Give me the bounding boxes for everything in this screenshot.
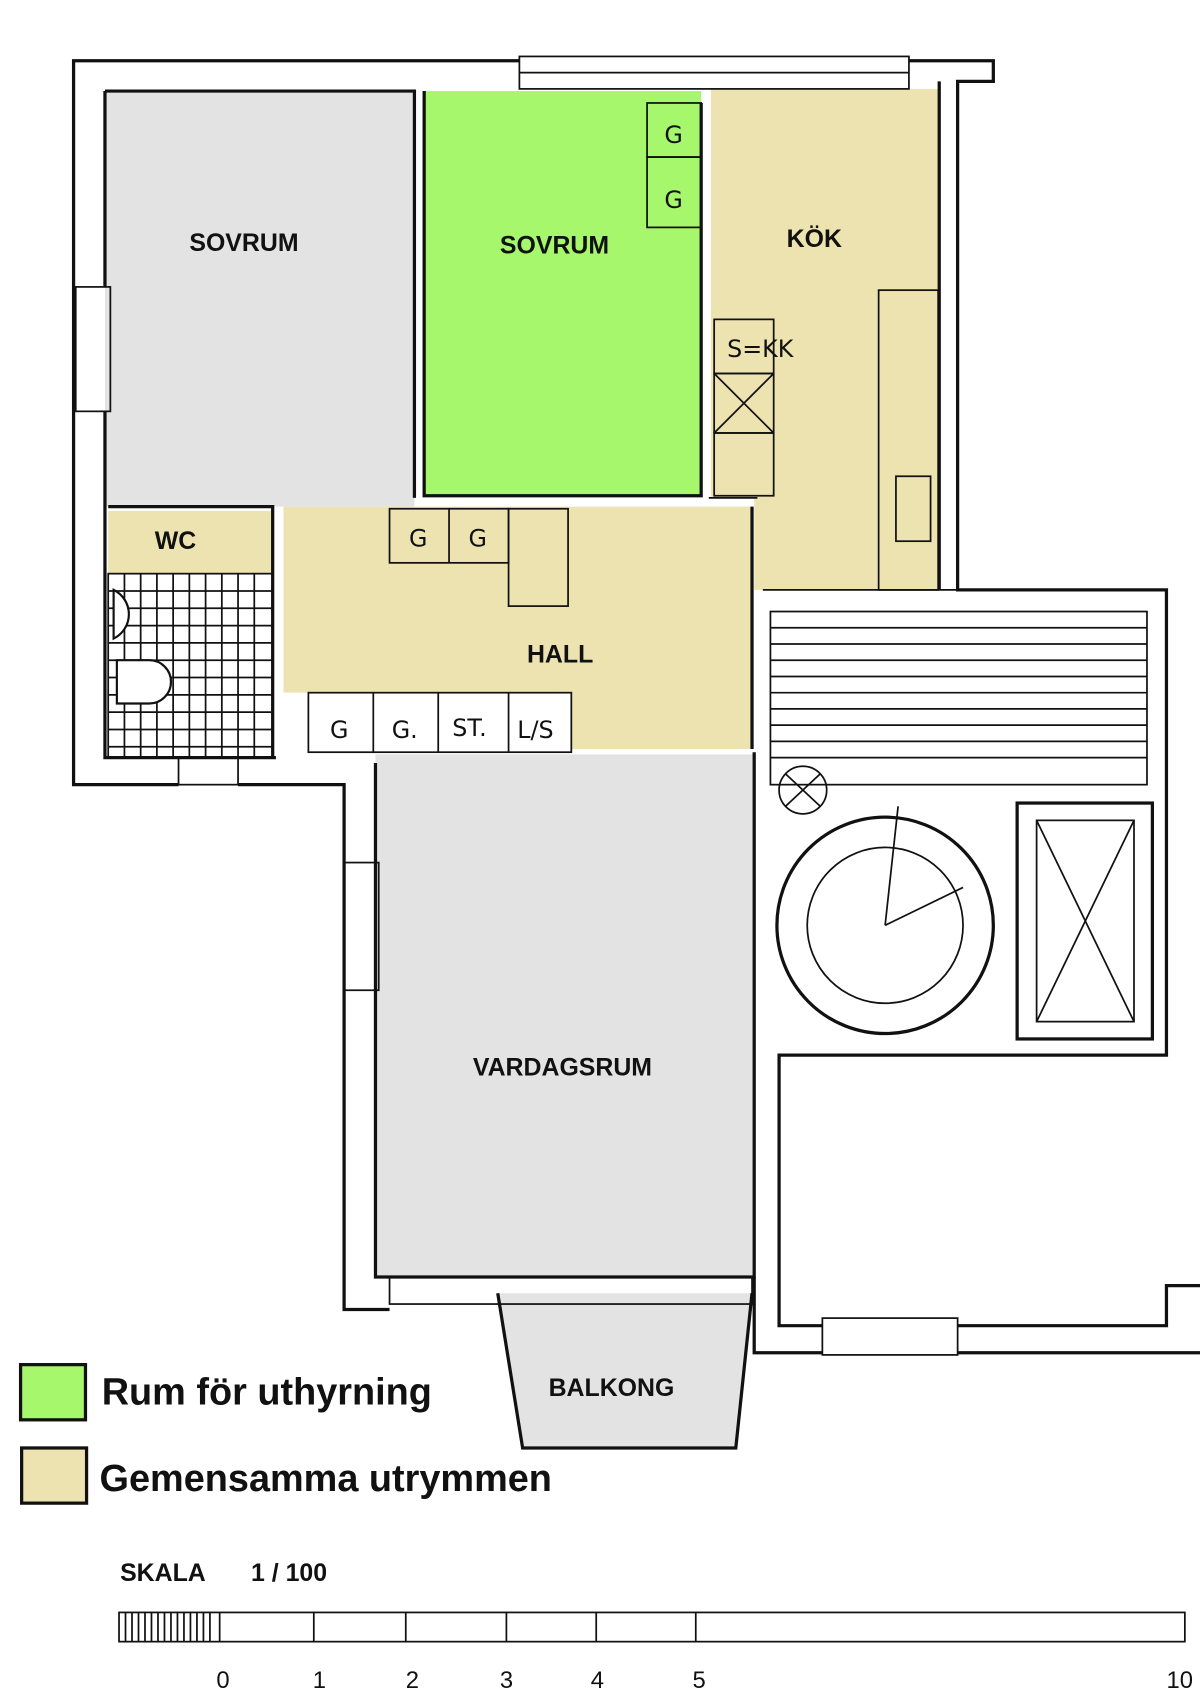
spiral-stair-icon [775,815,995,1036]
closet-label: ST. [452,714,486,742]
walls [71,55,1200,1450]
scale-tick: 3 [500,1667,513,1694]
scale-ratio: 1 / 100 [251,1559,327,1587]
room-kok [710,88,939,590]
room-wc [108,510,273,574]
room-label-kok: KÖK [787,224,842,253]
scale-tick: 4 [591,1667,604,1694]
room-sovrum-left [104,91,415,507]
legend-swatch-shared [20,1446,89,1505]
scale-tick: 2 [406,1667,419,1694]
room-label-wc: WC [155,527,196,555]
legend-label-rental: Rum för uthyrning [102,1372,432,1414]
closets [107,102,940,759]
room-label-sovrum-rental: SOVRUM [500,231,609,259]
legend-label-shared: Gemensamma utrymmen [100,1458,552,1500]
legend: Rum för uthyrning Gemensamma utrymmen [18,1363,552,1505]
closet-label: G [330,716,348,744]
closet-label: G [409,525,427,553]
scale-tick: 1 [313,1667,326,1694]
closet-label: G [469,525,487,553]
closet-label: S=KK [727,335,795,363]
scale-tick: 0 [216,1667,229,1694]
toilet-icon [115,659,173,705]
stairwell [769,610,1155,1041]
room-label-hall: HALL [527,640,593,668]
scale-label: SKALA [120,1559,206,1587]
closet-label: G. [392,716,418,744]
room-vardagsrum [375,754,755,1277]
elevator-shaft-icon [1015,801,1155,1041]
scale-bar: SKALA 1 / 100 0 1 2 3 4 5 10 [118,1559,1193,1694]
sink-icon [112,588,130,641]
closet-label: G [664,121,682,149]
room-label-sovrum-left: SOVRUM [189,229,298,257]
room-label-balkong: BALKONG [549,1374,675,1402]
room-balkong [497,1293,753,1448]
closet-label: L/S [517,716,553,744]
scale-tick: 5 [693,1667,706,1694]
room-sovrum-rental [424,91,702,496]
room-hall [283,506,753,749]
wc-tiles [107,572,274,759]
scale-tick: 10 [1166,1667,1192,1694]
room-label-vardagsrum: VARDAGSRUM [473,1054,652,1082]
closet-label: G [664,186,682,214]
legend-swatch-rental [18,1363,88,1422]
